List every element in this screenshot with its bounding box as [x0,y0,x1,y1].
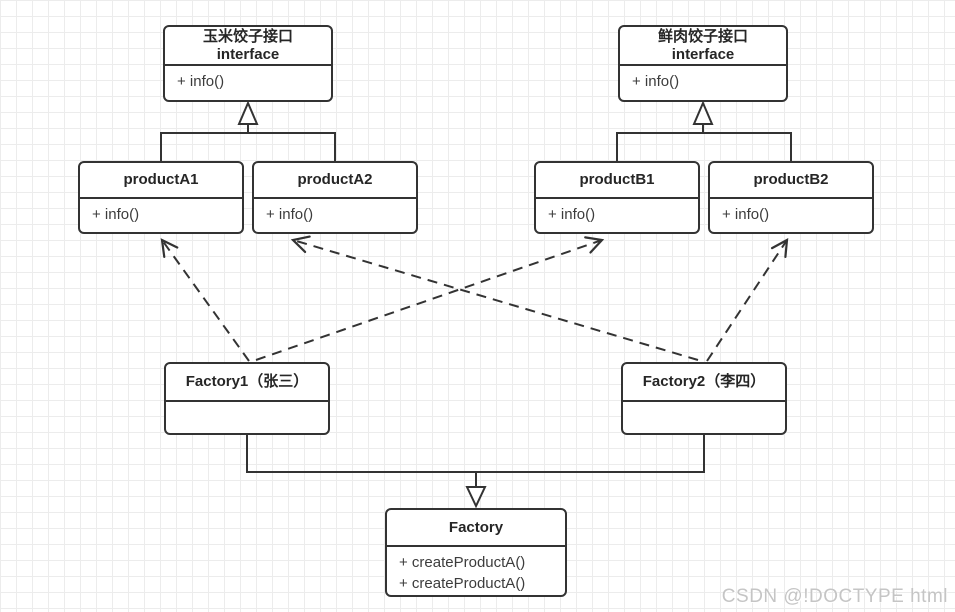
class-title: productB2 [710,163,872,199]
class-factory2: Factory2（李四） [621,362,787,435]
class-name: Factory1（张三） [185,373,309,390]
class-name: Factory [448,518,504,536]
class-name: productB1 [579,171,655,188]
class-stereotype: interface [216,45,280,63]
generalization-bus-b [616,132,792,162]
class-productB2: productB2 + info() [708,161,874,234]
class-productA2: productA2 + info() [252,161,418,234]
method-row: + info() [548,206,596,223]
class-title: Factory [387,510,565,547]
class-productB1: productB1 + info() [534,161,700,234]
class-stereotype: interface [671,45,735,63]
csdn-watermark: CSDN @!DOCTYPE html [721,586,948,607]
method-row: + info() [177,73,225,90]
class-title: 玉米饺子接口 interface [165,27,331,66]
hollow-triangle-arrow-icon [237,100,259,125]
class-factory: Factory + createProductA() + createProdu… [385,508,567,597]
class-title: Factory1（张三） [166,364,328,402]
class-name: productA2 [297,171,373,188]
hollow-triangle-arrow-icon [692,100,714,125]
class-meat-dumpling-interface: 鲜肉饺子接口 interface + info() [618,25,788,102]
method-row: + info() [632,73,680,90]
class-methods-empty [166,402,328,433]
class-factory1: Factory1（张三） [164,362,330,435]
method-row: + info() [266,206,314,223]
class-name: 玉米饺子接口 [202,27,293,45]
class-methods: + info() [165,66,331,100]
generalization-bus-factory [246,434,705,473]
class-methods: + info() [710,199,872,232]
hollow-triangle-arrow-icon [465,486,487,509]
method-row: + info() [722,206,770,223]
class-methods: + info() [80,199,242,232]
class-title: 鲜肉饺子接口 interface [620,27,786,66]
class-methods: + info() [620,66,786,100]
dependency-factory1-productB1 [255,236,605,361]
class-title: productA1 [80,163,242,199]
class-title: productB1 [536,163,698,199]
dependency-factory2-productB2 [706,238,789,362]
class-methods-empty [623,402,785,433]
class-name: productA1 [123,171,199,188]
generalization-bus-a [160,132,336,162]
dependency-factory2-productA2 [290,235,699,361]
class-methods: + createProductA() + createProductA() [387,547,565,595]
class-name: productB2 [753,171,829,188]
dependency-factory1-productA1 [160,238,250,362]
method-row: + createProductA() [399,554,526,571]
class-methods: + info() [254,199,416,232]
class-title: Factory2（李四） [623,364,785,402]
class-name: 鲜肉饺子接口 [657,27,748,45]
method-row: + info() [92,206,140,223]
method-row: + createProductA() [399,575,526,592]
class-title: productA2 [254,163,416,199]
class-productA1: productA1 + info() [78,161,244,234]
class-corn-dumpling-interface: 玉米饺子接口 interface + info() [163,25,333,102]
class-methods: + info() [536,199,698,232]
class-name: Factory2（李四） [642,373,766,390]
